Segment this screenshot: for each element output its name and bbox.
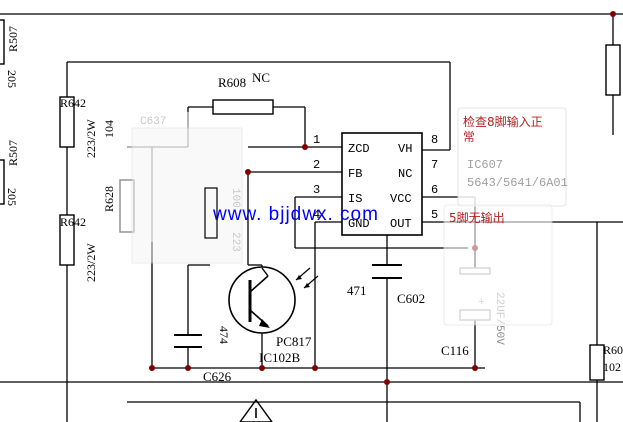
- ic-note-box: 检查8脚输入正 常 IC607 5643/5641/6A01: [457, 107, 568, 207]
- resistor-r60x: R60 102: [589, 343, 623, 381]
- ic607-body: ZCD FB IS GND VH NC VCC OUT 1 2 3 4 8 7 …: [313, 132, 438, 236]
- ghost-c637: C637: [140, 116, 166, 128]
- ic-ref: IC607: [467, 158, 503, 172]
- r608-ref: R608: [218, 75, 246, 90]
- ghost-223: 223: [229, 232, 241, 252]
- r628-ref: R628: [102, 186, 116, 212]
- c116-ref: C116: [441, 343, 469, 358]
- r60x-ref: R60: [603, 343, 623, 357]
- c626-ref: C626: [203, 369, 232, 384]
- c602-ref: C602: [397, 291, 425, 306]
- resistor-r642-bottom: R642 223/2W: [59, 214, 98, 282]
- ic-pin1-num: 1: [313, 133, 320, 147]
- ghost-100: 100: [229, 188, 241, 208]
- resistor-r608: R608 NC: [212, 70, 274, 115]
- ic-part: 5643/5641/6A01: [467, 176, 568, 190]
- r507-bottom-ref: R507: [6, 140, 20, 166]
- ghost-overlay: C637 100 223: [118, 112, 243, 264]
- r628-value: 104: [102, 120, 116, 138]
- r507-top-value: 205: [5, 70, 19, 88]
- capacitor-c626: 474 C626: [174, 326, 232, 384]
- c626-value: 474: [217, 326, 231, 344]
- resistor-r507-bottom: R507 205: [0, 140, 20, 206]
- ic-pin3-num: 3: [313, 183, 320, 197]
- r507-bottom-value: 205: [5, 188, 19, 206]
- ic-pin3-name: IS: [348, 192, 362, 206]
- resistor-right-top: [605, 44, 621, 96]
- r608-value: NC: [252, 70, 270, 85]
- note-pin8-line1: 检查8脚输入正: [463, 114, 543, 129]
- optocoupler-pc817: PC817 IC102B: [228, 266, 319, 365]
- note-pin8-line2: 常: [463, 130, 475, 144]
- ic-pin8-num: 8: [431, 133, 438, 147]
- r507-top-ref: R507: [6, 26, 20, 52]
- r60x-value: 102: [603, 360, 621, 374]
- c602-value: 471: [347, 283, 367, 298]
- r642-top-value: 223/2W: [84, 119, 98, 158]
- ic-pin6-name: VCC: [390, 192, 412, 206]
- opto-ic: IC102B: [259, 350, 301, 365]
- resistor-r507-top: R507 205: [0, 19, 20, 88]
- r642-top-ref: R642: [60, 96, 86, 110]
- watermark: www. bjjdwx. com: [212, 204, 379, 225]
- ic-pin8-name: VH: [398, 142, 412, 156]
- pin5-note-box: 5脚无输出: [443, 204, 553, 326]
- resistor-r642-top: R642 223/2W: [59, 96, 98, 158]
- ic-pin7-name: NC: [398, 167, 412, 181]
- ic-pin4-name: GND: [348, 217, 370, 231]
- opto-ref: PC817: [276, 334, 312, 349]
- ic-pin5-name: OUT: [390, 217, 412, 231]
- ic-pin6-num: 6: [431, 183, 438, 197]
- ic-pin7-num: 7: [431, 158, 438, 172]
- r642-bottom-value: 223/2W: [84, 243, 98, 282]
- r642-bottom-ref: R642: [60, 215, 86, 229]
- ic-pin2-name: FB: [348, 167, 362, 181]
- warning-triangle-icon: [239, 398, 273, 422]
- ic-pin4-num: 4: [313, 208, 320, 222]
- ic-pin2-num: 2: [313, 158, 320, 172]
- note-pin5: 5脚无输出: [449, 210, 505, 225]
- capacitor-c602: 471 C602: [347, 264, 425, 306]
- ic-pin5-num: 5: [431, 208, 438, 222]
- ic-pin1-name: ZCD: [348, 142, 370, 156]
